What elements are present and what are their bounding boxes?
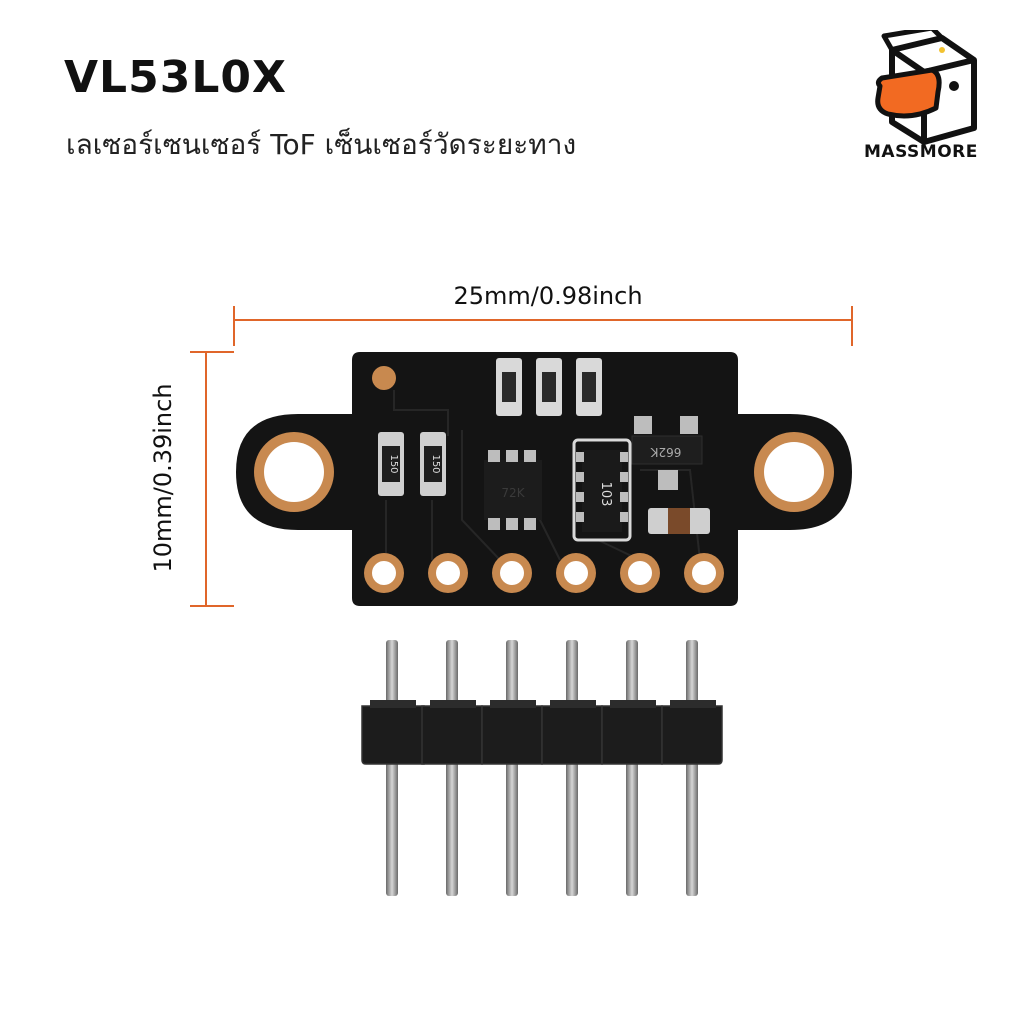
width-dimension-label: 25mm/0.98inch bbox=[453, 282, 643, 310]
resistor-network-label: 103 bbox=[598, 482, 613, 507]
regulator-label: 662K bbox=[649, 445, 681, 459]
resistor-150-left bbox=[378, 432, 404, 496]
height-dimension-line bbox=[190, 351, 234, 607]
massmore-logo-icon bbox=[875, 30, 977, 145]
product-title: VL53L0X bbox=[64, 52, 287, 103]
regulator-662k bbox=[631, 416, 703, 490]
resistor-150-right bbox=[420, 432, 446, 496]
chip-72k bbox=[484, 450, 542, 530]
pin-header bbox=[361, 640, 723, 896]
header-housing bbox=[361, 705, 723, 765]
resistor-network-103 bbox=[572, 438, 632, 542]
product-subtitle: เลเซอร์เซนเซอร์ ToF เซ็นเซอร์วัดระยะทาง bbox=[66, 128, 577, 161]
resistor-1-label: 150 bbox=[388, 454, 399, 473]
top-capacitors bbox=[496, 358, 602, 416]
header-pins bbox=[386, 640, 698, 896]
resistor-2-label: 150 bbox=[430, 454, 441, 473]
chip-1-label: 72K bbox=[501, 486, 525, 500]
brand-name: MASSMORE bbox=[864, 142, 978, 162]
pin-pads bbox=[364, 553, 724, 593]
width-dimension-line bbox=[233, 306, 853, 346]
